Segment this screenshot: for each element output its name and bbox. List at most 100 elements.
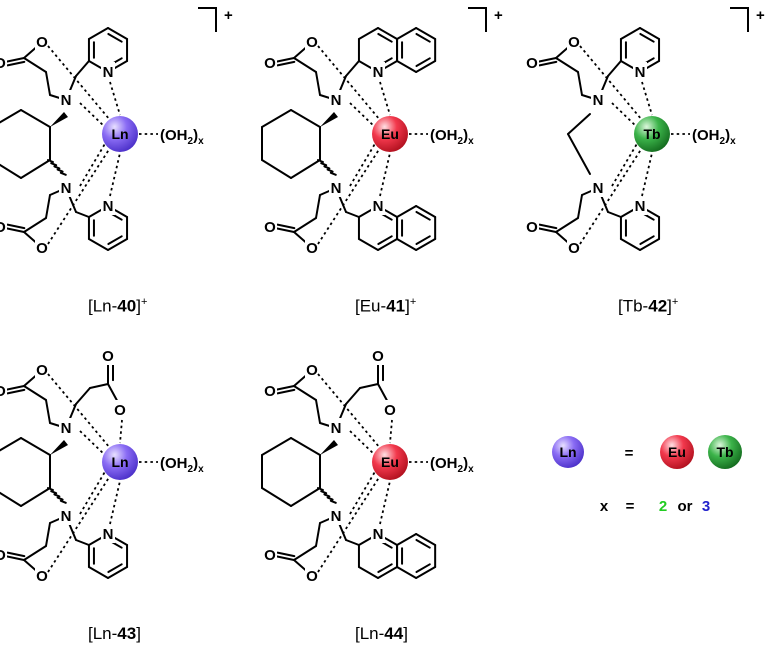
- atom-mask: [591, 90, 605, 109]
- bond: [23, 545, 47, 561]
- carbonyl-oxygen: O: [0, 219, 6, 236]
- coordination-bond: [349, 102, 377, 129]
- pyridine-nitrogen: N: [635, 198, 646, 215]
- water-text: ): [193, 127, 198, 144]
- atom-mask: [371, 346, 385, 365]
- atom-mask: [101, 62, 115, 81]
- hash-bond: [320, 162, 328, 167]
- double-bond: [377, 235, 393, 246]
- double-bond: [377, 32, 393, 43]
- cyclohexane-bond: [0, 491, 22, 507]
- coordination-bond: [641, 81, 653, 116]
- bond: [345, 60, 360, 77]
- double-bond: [538, 60, 558, 67]
- quinoline-bond: [357, 566, 379, 579]
- water-subscript: 2: [188, 136, 194, 147]
- water-subscript: 2: [188, 464, 194, 475]
- atom-mask: [525, 217, 539, 236]
- atom-mask: [59, 506, 73, 525]
- bond: [415, 566, 437, 579]
- carbonyl-oxygen: O: [264, 55, 276, 72]
- quinoline-bond: [357, 238, 379, 251]
- atom-mask: [567, 238, 581, 257]
- double-bond: [276, 388, 296, 395]
- carbonyl-oxygen: O: [526, 55, 538, 72]
- double-bond: [538, 223, 558, 230]
- coordination-bond: [379, 480, 391, 525]
- metal-label: Tb: [643, 126, 660, 142]
- carboxylate-oxygen: O: [36, 34, 48, 51]
- legend-x-label: x: [600, 498, 609, 515]
- atom-mask: [591, 178, 605, 197]
- double-bond: [276, 551, 296, 558]
- legend-x-equals: =: [626, 498, 635, 515]
- legend-ln-label: Ln: [559, 444, 576, 460]
- cyclohexane-bond: [261, 159, 292, 179]
- bond: [315, 522, 321, 547]
- legend-x-value-2: 2: [659, 498, 667, 515]
- coordination-bond: [47, 475, 111, 573]
- amine-nitrogen: N: [61, 180, 72, 197]
- atom-mask: [263, 381, 277, 400]
- amine-nitrogen: N: [61, 420, 72, 437]
- cyclohexane-bond: [290, 437, 321, 456]
- bond: [415, 60, 437, 73]
- double-bond: [6, 223, 26, 230]
- water-text: ): [193, 455, 198, 472]
- amine-nitrogen: N: [593, 180, 604, 197]
- coordination-bond: [79, 102, 107, 129]
- metal-sphere: [102, 116, 138, 152]
- legend: Ln = Eu Tb x = 2 or 3: [552, 435, 742, 515]
- hash-bond: [50, 490, 58, 495]
- cyclohexane-bond: [290, 109, 321, 128]
- double-bond: [276, 223, 296, 230]
- cyclohexane-bond: [0, 437, 22, 452]
- caption-ln40: [Ln-40]+: [88, 296, 148, 316]
- bond: [45, 522, 51, 547]
- carboxylate-oxygen: O: [36, 362, 48, 379]
- caption-eu41: [Eu-41]+: [355, 296, 417, 316]
- water-text: (OH: [692, 127, 720, 144]
- water-subscript: 2: [720, 136, 726, 147]
- double-bond: [107, 235, 123, 246]
- water-subscript: x: [730, 136, 736, 147]
- bond: [415, 238, 437, 251]
- cyclohexane-bond: [0, 109, 22, 124]
- atom-mask: [0, 217, 7, 236]
- atom-mask: [305, 360, 319, 379]
- hash-bond: [59, 499, 67, 504]
- water-subscript: 2: [458, 464, 464, 475]
- atom-mask: [35, 32, 49, 51]
- coordination-bond: [79, 141, 107, 187]
- double-bond: [415, 57, 431, 68]
- coordination-bond: [109, 480, 121, 525]
- bond: [23, 217, 47, 233]
- bond: [607, 60, 622, 77]
- bond: [23, 57, 47, 73]
- amine-nitrogen: N: [61, 92, 72, 109]
- double-bond: [107, 563, 123, 574]
- atom-mask: [101, 524, 115, 543]
- atom-mask: [0, 53, 7, 72]
- water-text: ): [463, 455, 468, 472]
- carboxylate-oxygen: O: [568, 240, 580, 257]
- cyclohexane-bond: [20, 437, 51, 456]
- coordination-bond: [379, 152, 391, 197]
- pyridine-bond: [87, 566, 109, 579]
- metal-label: Eu: [381, 126, 399, 142]
- hash-bond: [56, 168, 64, 173]
- carboxylate-oxygen: O: [384, 402, 396, 419]
- hash-bond: [53, 165, 61, 170]
- quinoline-nitrogen: N: [373, 526, 384, 543]
- coordination-bond: [47, 373, 111, 449]
- coordination-bond: [79, 430, 107, 457]
- atom-mask: [35, 238, 49, 257]
- double-bond: [415, 32, 431, 43]
- bond: [315, 194, 321, 219]
- pyridine-bond: [619, 27, 641, 40]
- metal-label: Eu: [381, 454, 399, 470]
- carboxylate-oxygen: O: [36, 240, 48, 257]
- bond: [415, 533, 437, 546]
